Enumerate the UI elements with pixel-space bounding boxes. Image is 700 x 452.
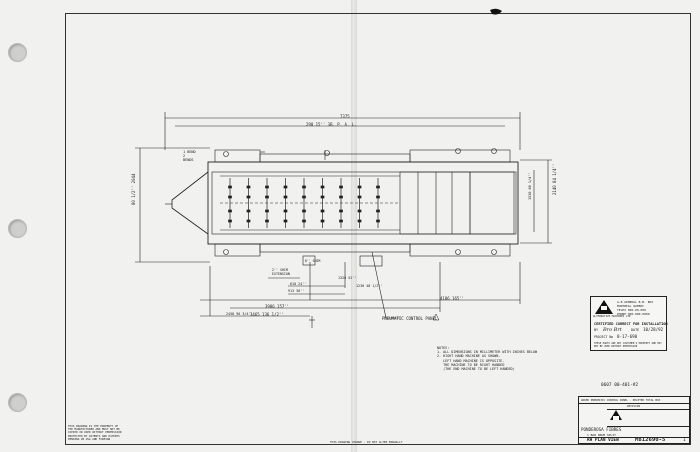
dim-small-4: 1230 48 1/2''	[356, 284, 383, 288]
alteration-note: THIS DRAWING CHANGE - DO NOT ALTER MANUA…	[330, 440, 403, 444]
dim-bottom-1: 4186 165''	[440, 296, 465, 301]
dim-bottom-4: 2458 96 3/4''	[226, 312, 253, 316]
knife-tooth	[302, 209, 306, 213]
revision-row: ADDED PNEUMATIC CONTROL PANEL - DELETED …	[581, 398, 661, 402]
knife-tooth	[265, 219, 269, 223]
knife-tooth	[376, 195, 380, 199]
dim-overall: 7375	[340, 114, 350, 119]
knife-tooth	[357, 185, 362, 189]
knife-tooth	[376, 185, 380, 189]
dim-small-3: 1320 52''	[338, 276, 357, 280]
knife-tooth	[320, 195, 325, 199]
knife-tooth	[320, 209, 325, 213]
knife-tooth	[339, 185, 343, 189]
titleblock-customer: PONDEROSA FIBRES	[581, 427, 622, 432]
knife-tooth	[376, 209, 380, 213]
dim-small-2: 913 36''	[288, 289, 305, 293]
dim-right-inner: 1530 60 1/4''	[528, 172, 532, 200]
knife-tooth	[228, 209, 232, 213]
binder-hole	[8, 393, 27, 412]
knife-tooth	[283, 195, 288, 199]
dim-top-sub: 290 15'' 3B. P. A. L.	[306, 122, 357, 127]
knife-tooth	[339, 209, 343, 213]
titleblock-number: M812690-5	[635, 437, 666, 443]
knife-tooth	[302, 185, 306, 189]
titleblock-sheet: 1	[683, 438, 686, 443]
knife-tooth	[302, 195, 306, 199]
knife-tooth	[265, 209, 269, 213]
company-line: A-B GENERAL B.B. BOX	[617, 300, 654, 304]
signature: Bro Brt	[603, 327, 622, 333]
knife-tooth	[376, 219, 380, 223]
knife-tooth	[357, 209, 362, 213]
project-number: 8-17-690	[617, 334, 638, 339]
knife-tooth	[357, 219, 362, 223]
knife-tooth	[283, 209, 288, 213]
ownership-note: THIS DRAWING IS THE PROPERTY OF THE MANU…	[68, 424, 122, 441]
drawing-notes: NOTES: 1. ALL DIMENSIONS IN MILLIMETER W…	[437, 346, 538, 372]
sheet-fold	[351, 0, 357, 452]
knife-tooth	[228, 195, 232, 199]
certificate-footnote: THESE PARTS ARE NOT CUSTOMER'S PROPERTY …	[594, 342, 662, 348]
knife-tooth	[265, 195, 269, 199]
dim-bottom-2: 3986 157''	[265, 304, 290, 309]
dim-left-height: 80 1/2'' 2044	[131, 173, 136, 205]
titleblock-logo-icon	[610, 410, 622, 420]
binder-hole	[8, 43, 27, 62]
knife-tooth	[283, 185, 288, 189]
revision-label: REVISION	[627, 404, 640, 408]
titleblock-view: RH PLAN VIEW	[587, 438, 619, 443]
dim-left-stack: 1 BEND 2 BENDS	[183, 150, 196, 162]
dim-small-1: 610 24''	[290, 282, 307, 286]
dim-plate-1: 2'' SHIM EXTENSION	[272, 268, 290, 276]
drawing-border	[65, 13, 691, 445]
date-label: DATE	[631, 328, 640, 332]
pneumatic-panel-label: PNEUMATIC CONTROL PANEL	[382, 316, 438, 321]
knife-tooth	[246, 185, 251, 189]
company-line: PHONE 000-000-0000	[617, 312, 650, 316]
by-label: BY	[594, 328, 599, 332]
knife-tooth	[320, 185, 325, 189]
knife-tooth	[246, 219, 251, 223]
knife-tooth	[228, 185, 232, 189]
certificate-title: CERTIFIED CORRECT FOR INSTALLATION	[594, 322, 668, 326]
knife-tooth	[265, 185, 269, 189]
dim-plate-2: 6'' SHIM	[305, 259, 321, 263]
knife-tooth	[320, 219, 325, 223]
sheet-reference: 0607 00-401-#2	[601, 383, 639, 388]
project-label: PROJECT No	[594, 335, 614, 339]
knife-tooth	[246, 195, 251, 199]
knife-tooth	[302, 219, 306, 223]
dim-right-height: 2140 84 1/4''	[552, 163, 557, 195]
company-logo-icon	[595, 300, 613, 314]
knife-tooth	[228, 219, 232, 223]
knife-tooth	[357, 195, 362, 199]
company-line: MONTREAL QUEBEC	[617, 304, 645, 308]
binder-hole	[8, 219, 27, 238]
knife-tooth	[283, 219, 288, 223]
knife-tooth	[246, 209, 251, 213]
knife-tooth	[339, 219, 343, 223]
logo-label: ALTERNATIVE MACHINES LTD	[593, 315, 631, 318]
certification-stamp: ALTERNATIVE MACHINES LTD A-B GENERAL B.B…	[590, 296, 668, 351]
company-line: TELEX 000-00-000	[617, 308, 646, 312]
titleblock-machine: 1 BAR DRUM SPLIT	[587, 433, 616, 437]
certificate-date: 10/28/92	[643, 327, 664, 332]
title-block: ADDED PNEUMATIC CONTROL PANEL - DELETED …	[578, 396, 690, 444]
knife-tooth	[339, 195, 343, 199]
dim-bottom-3: 3465 136 1/2''	[250, 312, 284, 317]
